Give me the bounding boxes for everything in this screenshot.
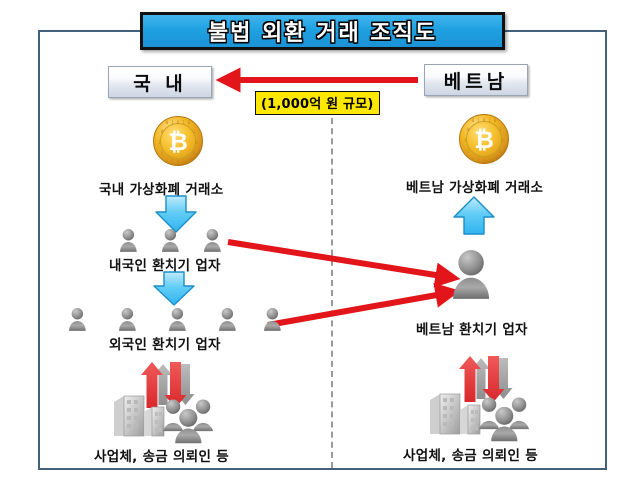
country-divider <box>331 108 333 468</box>
caption-foreign-brokers: 외국인 환치기 업자 <box>109 337 221 353</box>
caption-right-business: 사업체, 송금 의뢰인 등 <box>403 448 538 464</box>
caption-vietnam-broker: 베트남 환치기 업자 <box>416 322 528 338</box>
transfer-amount-badge: (1,000억 원 규모) <box>255 91 380 115</box>
diagram-title-banner: 불법 외환 거래 조직도 <box>140 12 505 50</box>
caption-domestic-brokers: 내국인 환치기 업자 <box>109 258 221 274</box>
country-box-vietnam-label: 베트남 <box>443 70 509 93</box>
caption-domestic-exchange: 국내 가상화폐 거래소 <box>99 182 224 198</box>
caption-left-business: 사업체, 송금 의뢰인 등 <box>94 449 229 465</box>
country-box-domestic: 국 내 <box>108 66 212 98</box>
country-box-vietnam: 베트남 <box>424 64 528 96</box>
transfer-amount-text: (1,000억 원 규모) <box>261 97 374 112</box>
country-box-domestic-label: 국 내 <box>133 72 187 95</box>
page-title: 불법 외환 거래 조직도 <box>207 21 438 46</box>
caption-vietnam-exchange: 베트남 가상화폐 거래소 <box>406 180 544 196</box>
